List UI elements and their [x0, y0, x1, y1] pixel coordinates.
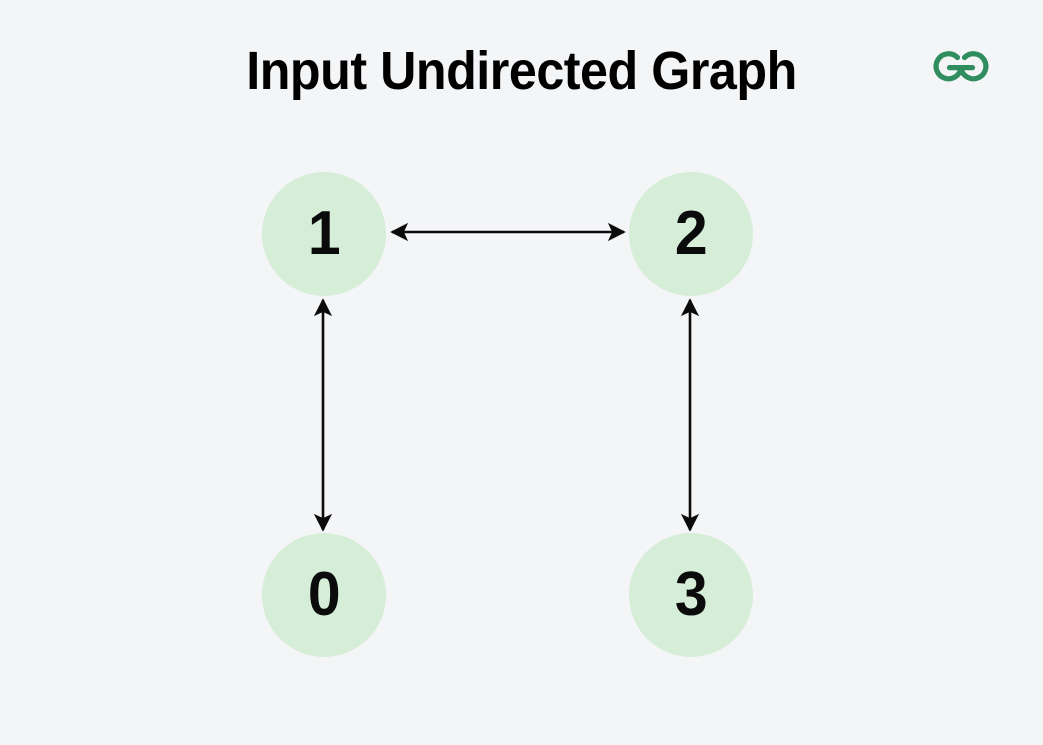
- graph-node-label: 3: [674, 560, 708, 629]
- graph-node-3[interactable]: 3: [629, 533, 753, 657]
- graph-node-2[interactable]: 2: [629, 172, 753, 296]
- graph-node-label: 0: [307, 560, 341, 629]
- graph-node-1[interactable]: 1: [262, 172, 386, 296]
- graph-node-0[interactable]: 0: [262, 533, 386, 657]
- graph-node-label: 2: [674, 199, 708, 268]
- graph-node-label: 1: [307, 199, 341, 268]
- geeksforgeeks-logo: [926, 44, 996, 92]
- page-title: Input Undirected Graph: [246, 41, 797, 101]
